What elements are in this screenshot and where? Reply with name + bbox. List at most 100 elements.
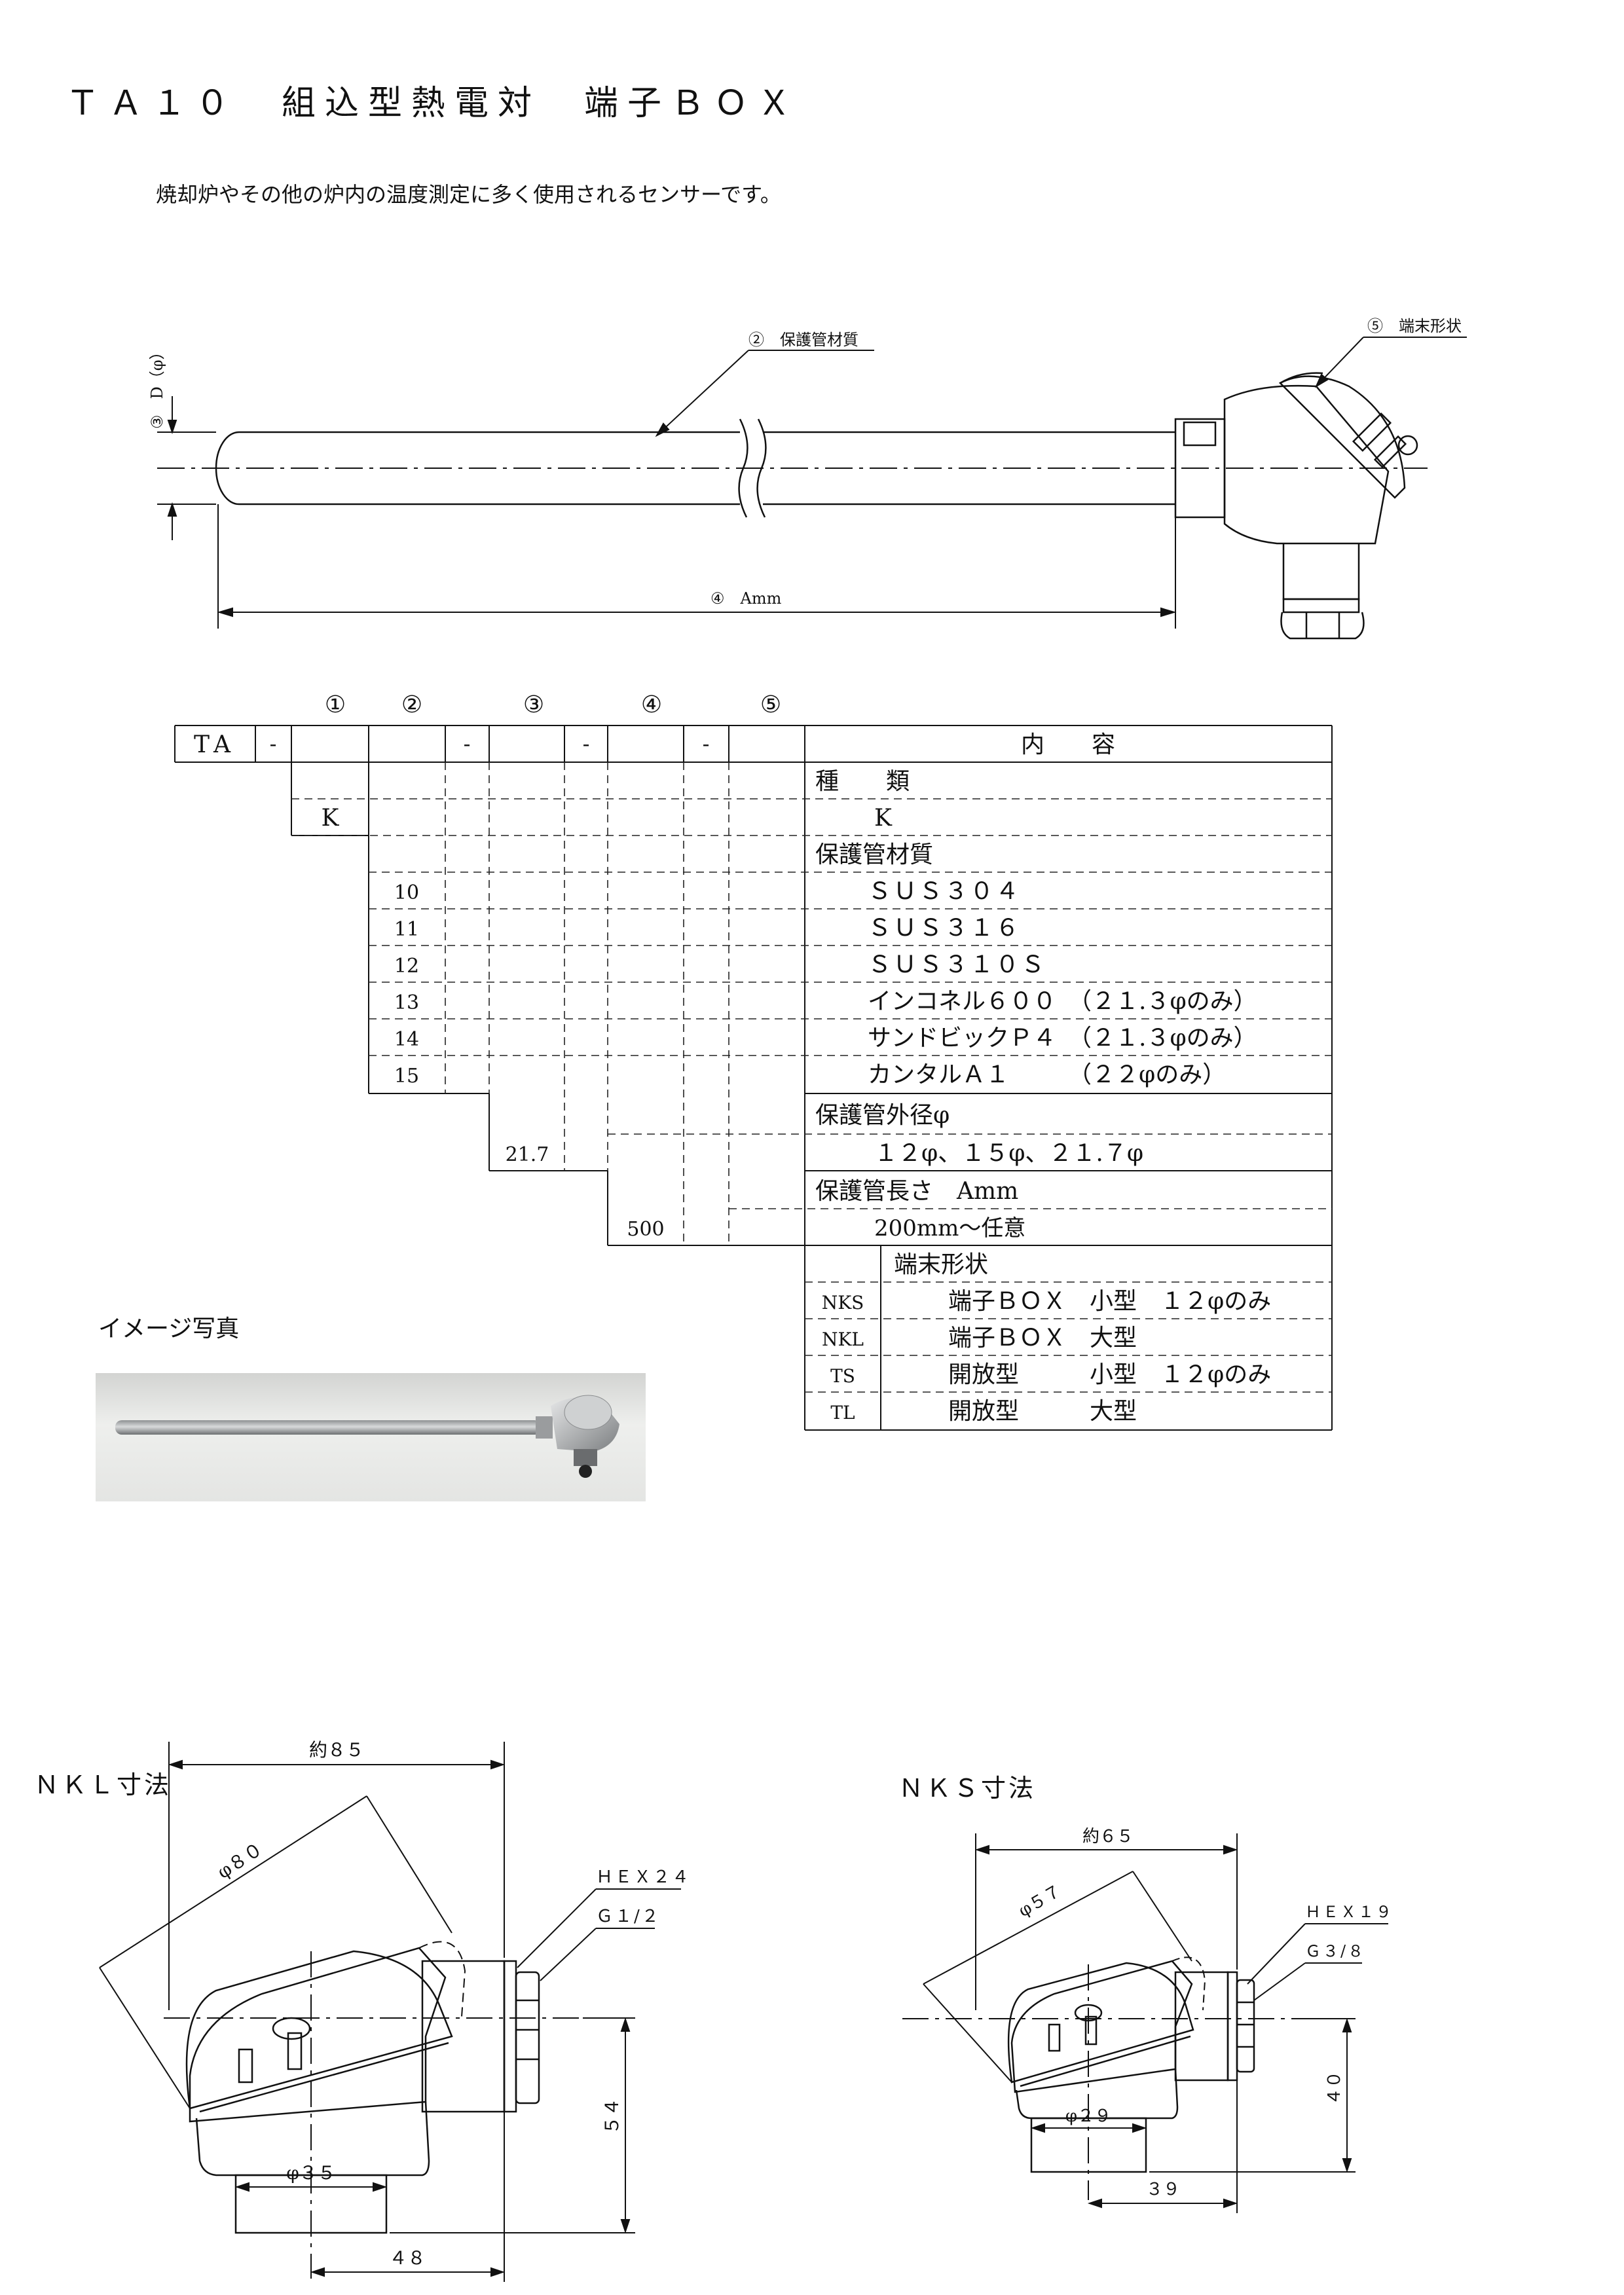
rod-outline-left (239, 431, 740, 505)
nkl-thread: Ｇ１/２ (596, 1907, 661, 1926)
nks-ring (1227, 1971, 1238, 2082)
dash-1: - (270, 731, 277, 756)
rod-outline-right (763, 431, 1175, 505)
nkl-knob (272, 2017, 311, 2040)
nkl-title: ＮＫＬ寸法 (34, 1771, 172, 1799)
diameter-value: １２φ、１５φ、２１.７φ (874, 1140, 1143, 1167)
material-value: ＳＵＳ３０４ (868, 878, 1021, 905)
label-diameter: ③ D（φ） (148, 344, 166, 429)
diameter-section: 保護管外径φ (815, 1102, 950, 1129)
col-number-5: ⑤ (760, 691, 781, 718)
nkl-ring (503, 1960, 517, 2113)
nks-cap-dia: φ５７ (1016, 1881, 1065, 1921)
length-code: 500 (627, 1218, 664, 1241)
material-value: インコネル６００ （２１.３φのみ） (868, 988, 1257, 1015)
material-code: 11 (394, 918, 419, 941)
type-value: K (874, 805, 893, 832)
page-title: ＴＡ１０ 組込型熱電対 端子ＢＯＸ (65, 84, 801, 123)
material-code: 13 (394, 991, 419, 1014)
material-code: 12 (394, 955, 419, 978)
nks-width: 約６５ (1082, 1827, 1134, 1846)
photo-sensor (115, 1395, 619, 1478)
photo-rod (115, 1420, 541, 1435)
code-table: ① ② ③ ④ ⑤ (174, 691, 1333, 1431)
hex-nut (1280, 612, 1365, 640)
dash-4: - (703, 731, 710, 756)
nkl-cap (185, 1950, 453, 2110)
nkl-cap-dia: φ８０ (213, 1838, 267, 1883)
terminal-code: TL (830, 1402, 855, 1423)
nks-hidden-line (1172, 1956, 1206, 2011)
nkl-drawing: 約８５ φ８０ ＨＥＸ２４ Ｇ１/２ ５４ φ３５ ４８ (99, 1739, 691, 2282)
cap-knob (1397, 435, 1418, 456)
fitting-slot (1183, 421, 1217, 447)
terminal-code: NKS (822, 1292, 864, 1313)
material-code: 14 (394, 1028, 419, 1051)
terminal-value: 開放型 小型 １２φのみ (948, 1361, 1271, 1388)
type-code: K (322, 805, 340, 832)
type-section: 種 類 (815, 768, 910, 795)
dash-2: - (464, 731, 471, 756)
diameter-code: 21.7 (506, 1143, 549, 1166)
nkl-stud-2 (287, 2032, 303, 2070)
nkl-width: 約８５ (309, 1739, 364, 1761)
col-number-2: ② (401, 691, 422, 718)
label-length: ④ Amm (710, 589, 782, 608)
material-code: 15 (394, 1065, 419, 1088)
terminal-code: NKL (822, 1329, 864, 1350)
nks-thread: Ｇ３/８ (1305, 1942, 1365, 1960)
nks-offset: ３９ (1146, 2180, 1180, 2199)
code-prefix: TA (194, 731, 236, 758)
page-subtitle: 焼却炉やその他の炉内の温度測定に多く使用されるセンサーです。 (156, 182, 781, 207)
photo-label: イメージ写真 (98, 1315, 240, 1342)
dash-3: - (583, 731, 590, 756)
col-number-3: ③ (523, 691, 544, 718)
nks-hex (1236, 1979, 1255, 2073)
nks-title: ＮＫＳ寸法 (898, 1774, 1037, 1803)
nkl-hidden-line (418, 1941, 466, 2017)
nks-stud-2 (1084, 2015, 1098, 2046)
terminal-section: 端末形状 (894, 1251, 988, 1278)
neck-ring (1282, 598, 1360, 614)
terminal-value: 端子ＢＯＸ 大型 (948, 1325, 1137, 1351)
material-value: サンドビックＰ４ （２１.３φのみ） (868, 1025, 1257, 1052)
head-neck (1282, 543, 1360, 600)
nks-height: ４０ (1325, 2071, 1344, 2105)
head-cap (1278, 375, 1406, 499)
material-section: 保護管材質 (815, 841, 933, 868)
material-value: カンタルＡ１ （２２φのみ） (868, 1061, 1226, 1088)
col-number-4: ④ (641, 691, 662, 718)
nks-neck (1174, 1971, 1229, 2082)
product-photo (96, 1373, 646, 1501)
nks-drawing: 約６５ φ５７ ＨＥＸ１９ Ｇ３/８ ４０ φ２９ ３９ (902, 1827, 1393, 2213)
terminal-value: 開放型 大型 (948, 1398, 1137, 1425)
content-header: 内 容 (1021, 731, 1115, 758)
assembly-drawing: ③ D（φ） ④ Amm ② 保護管材質 ⑤ 端末形状 (148, 317, 1467, 640)
nkl-base-dia: φ３５ (286, 2162, 336, 2184)
nks-base-dia: φ２９ (1065, 2106, 1111, 2126)
terminal-code: TS (830, 1365, 855, 1387)
length-value: 200mm～任意 (874, 1215, 1025, 1241)
nks-stud-1 (1048, 2023, 1061, 2052)
length-section: 保護管長さ Amm (815, 1178, 1018, 1205)
nkl-neck (421, 1960, 506, 2113)
nkl-hex: ＨＥＸ２４ (596, 1867, 691, 1887)
nkl-hex (515, 1971, 540, 2104)
nkl-body (189, 1947, 447, 2123)
label-terminal: ⑤ 端末形状 (1367, 317, 1462, 335)
material-value: ＳＵＳ３１６ (868, 915, 1021, 942)
label-material: ② 保護管材質 (748, 331, 858, 349)
nkl-stud-1 (238, 2048, 253, 2084)
nkl-height: ５４ (601, 2098, 623, 2135)
nks-body (1010, 1960, 1193, 2093)
nks-cap (1007, 1962, 1194, 2084)
col-number-1: ① (325, 691, 346, 718)
terminal-value: 端子ＢＯＸ 小型 １２φのみ (948, 1288, 1271, 1315)
nkl-offset: ４８ (389, 2247, 426, 2269)
material-value: ＳＵＳ３１０Ｓ (868, 951, 1046, 978)
cap-stud-1 (1352, 412, 1392, 452)
head-body (1223, 384, 1390, 545)
cap-stud-2 (1373, 435, 1407, 469)
nks-hex: ＨＥＸ１９ (1305, 1903, 1393, 1921)
material-code: 10 (394, 881, 419, 904)
